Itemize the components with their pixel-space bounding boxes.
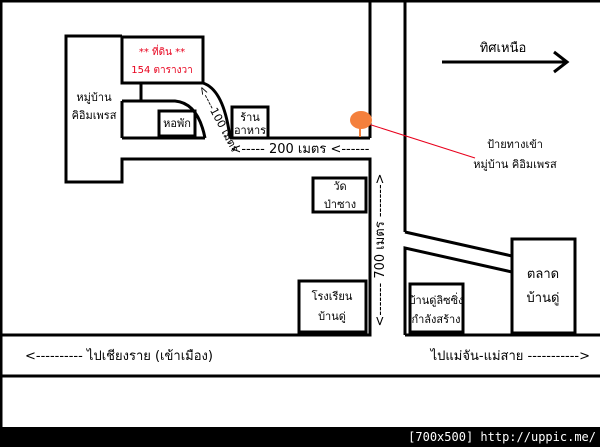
temple-box <box>311 176 368 214</box>
sign-pointer-line <box>361 121 476 159</box>
dorm-label: หอพัก <box>163 117 191 130</box>
shop-label-2: อาหาร <box>234 124 266 137</box>
construction-label-1: บ้านดู่ลิซซิ่ง <box>409 292 464 307</box>
north-label: ทิศเหนือ <box>480 40 527 56</box>
inner-block <box>122 99 207 139</box>
construction-label-2: กำลังสร้าง <box>411 313 460 326</box>
lane-edge <box>202 81 232 139</box>
village-label-1: หมู่บ้าน <box>76 91 112 104</box>
temple-label-2: ป่าซาง <box>324 198 356 211</box>
school-box <box>297 279 368 334</box>
footer-bar: [700x500] http://uppic.me/ <box>0 427 600 447</box>
school-label-1: โรงเรียน <box>312 289 353 303</box>
side-road-top <box>404 230 513 258</box>
sign-label-2: หมู่บ้าน คิอิมเพรส <box>473 158 557 171</box>
land-plot <box>120 35 205 85</box>
sign-label-1: ป้ายทางเข้า <box>487 138 543 151</box>
shop-box <box>230 105 270 140</box>
shop-label-1: ร้าน <box>240 111 260 124</box>
road-right-label: ไปแม่จัน-แม่สาย -----------> <box>430 348 590 364</box>
distance-700: <------- 700 เมตร -------> <box>373 173 388 326</box>
construction-box <box>408 282 465 334</box>
side-road-bottom <box>403 246 513 335</box>
footer-text: [700x500] http://uppic.me/ <box>408 430 596 444</box>
land-size: 154 ตารางวา <box>131 65 192 76</box>
distance-200: <----- 200 เมตร <------ <box>230 142 369 157</box>
market-label-2: บ้านดู่ <box>527 291 560 306</box>
village-label-2: คิอิมเพรส <box>72 109 117 122</box>
land-title: ** ที่ดิน ** <box>139 44 185 58</box>
market-box <box>510 237 577 335</box>
dorm-box <box>157 109 197 138</box>
sign-marker-icon <box>350 111 372 137</box>
market-label-1: ตลาด <box>527 267 559 282</box>
north-arrow-icon <box>442 50 570 74</box>
school-label-2: บ้านดู่ <box>318 310 346 323</box>
road-left-label: <---------- ไปเชียงราย (เข้าเมือง) <box>25 348 213 364</box>
village-road-edge <box>0 34 372 337</box>
temple-label-1: วัด <box>333 180 346 193</box>
